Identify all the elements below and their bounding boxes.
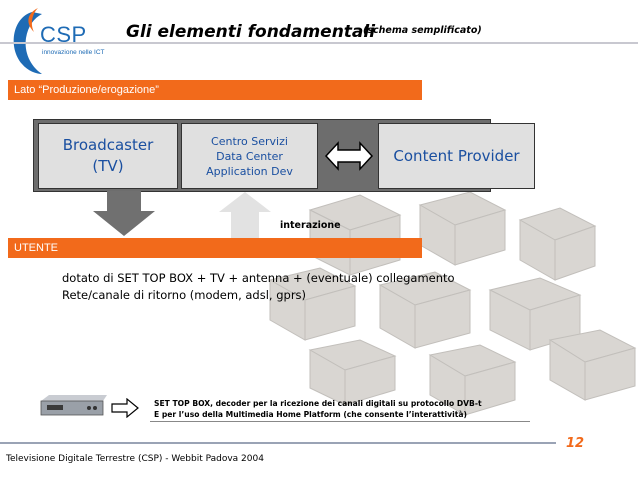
- broadcaster-sublabel: (TV): [92, 157, 124, 175]
- content-provider-label: Content Provider: [393, 147, 520, 165]
- header-divider: [0, 42, 638, 44]
- csp-logo: [13, 8, 42, 74]
- footer-divider: [0, 442, 556, 444]
- user-description-line: dotato di SET TOP BOX + TV + antenna + (…: [62, 271, 455, 285]
- footer-text: Televisione Digitale Terrestre (CSP) - W…: [6, 454, 264, 464]
- set-top-box-note: E per l’uso della Multimedia Home Platfo…: [154, 410, 467, 419]
- set-top-box-note: SET TOP BOX, decoder per la ricezione de…: [154, 399, 482, 408]
- user-description-line: Rete/canale di ritorno (modem, adsl, gpr…: [62, 288, 307, 302]
- bidirectional-arrow-icon: [324, 141, 374, 171]
- broadcaster-box: Broadcaster (TV): [38, 123, 178, 189]
- data-center-label: Data Center: [216, 149, 283, 163]
- production-bar: Lato “Produzione/erogazione”: [8, 80, 422, 100]
- up-arrow-icon: [219, 192, 271, 238]
- page-number: 12: [566, 436, 585, 451]
- centro-servizi-label: Centro Servizi: [211, 134, 288, 148]
- note-underline: [150, 421, 530, 422]
- background-cubes-image: [268, 191, 637, 416]
- set-top-box-image: [40, 395, 107, 416]
- broadcaster-label: Broadcaster: [62, 136, 154, 154]
- down-arrow-icon: [93, 191, 155, 236]
- interaction-label: interazione: [280, 220, 341, 231]
- centro-servizi-box: Centro Servizi Data Center Application D…: [181, 123, 318, 189]
- logo-tagline: innovazione nelle ICT: [42, 49, 105, 56]
- page-title: Gli elementi fondamentali: [126, 22, 376, 42]
- user-bar: UTENTE: [8, 238, 422, 258]
- application-dev-label: Application Dev: [206, 164, 293, 178]
- right-arrow-icon: [111, 398, 139, 418]
- content-provider-box: Content Provider: [378, 123, 535, 189]
- logo-name: CSP: [40, 22, 87, 47]
- page-subtitle: (schema semplificato): [363, 25, 482, 36]
